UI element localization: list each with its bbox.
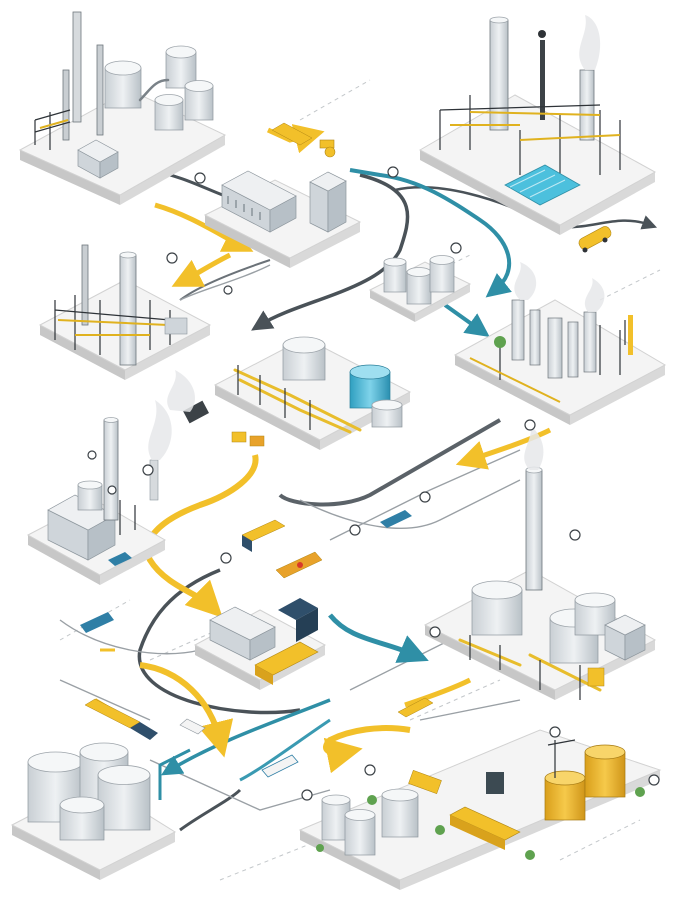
- tank: [381, 788, 419, 838]
- info-marker-icon[interactable]: [87, 450, 97, 460]
- flow-dark-7: [179, 259, 271, 301]
- flow-yellow-6: [139, 662, 234, 758]
- flow-dark-2: [251, 173, 410, 331]
- facility-refinery-mid-left: [38, 244, 212, 380]
- road-7: [349, 639, 451, 691]
- tank: [429, 255, 455, 293]
- tank: [77, 480, 103, 511]
- flow-yellow-1: [154, 202, 254, 252]
- van: [179, 718, 206, 735]
- facility-power-plant-left: [26, 400, 172, 585]
- info-marker-icon[interactable]: [223, 285, 233, 295]
- flow-yellow-4: [144, 454, 259, 618]
- info-marker-icon[interactable]: [419, 491, 431, 503]
- truck: [271, 122, 313, 146]
- info-marker-icon[interactable]: [569, 529, 581, 541]
- tank: [59, 796, 105, 841]
- info-marker-icon[interactable]: [107, 485, 117, 495]
- info-marker-icon[interactable]: [524, 419, 536, 431]
- info-marker-icon[interactable]: [387, 166, 399, 178]
- info-marker-icon[interactable]: [364, 764, 376, 776]
- info-marker-icon[interactable]: [429, 626, 441, 638]
- info-marker-icon[interactable]: [220, 552, 232, 564]
- yellow-tanker: [254, 641, 319, 685]
- yellow-tank: [544, 770, 586, 821]
- info-marker-icon[interactable]: [166, 252, 178, 264]
- facility-chemical-plant-right: [453, 262, 667, 425]
- tank: [184, 80, 214, 121]
- road-5: [59, 679, 151, 721]
- tank: [282, 336, 326, 381]
- tank: [406, 267, 432, 305]
- facility-refinery-big-right: [423, 425, 657, 700]
- tank: [344, 809, 376, 856]
- flow-teal-1: [349, 168, 512, 298]
- truck: [241, 519, 286, 552]
- truck: [397, 697, 434, 718]
- road-8: [419, 699, 521, 721]
- flow-dark-5: [137, 568, 301, 715]
- bus: [380, 510, 412, 528]
- truck: [275, 551, 323, 579]
- facility-refinery-top-right: [418, 15, 657, 253]
- tank: [383, 257, 407, 293]
- tank: [371, 399, 403, 428]
- facility-pipeline-hub: [167, 336, 412, 450]
- vehicles: [80, 122, 434, 778]
- flow-dark-6: [179, 788, 242, 832]
- info-markers: [87, 166, 660, 801]
- tank: [154, 94, 184, 131]
- flow-network: [59, 124, 658, 832]
- info-marker-icon[interactable]: [648, 774, 660, 786]
- flow-yellow-5: [455, 427, 552, 470]
- info-marker-icon[interactable]: [450, 242, 462, 254]
- road-4: [329, 449, 521, 541]
- flow-yellow-7: [323, 725, 411, 774]
- facility-storage-small: [368, 255, 472, 322]
- tank: [97, 765, 151, 831]
- truck: [84, 698, 158, 740]
- tank: [104, 60, 142, 109]
- flow-teal-2: [443, 303, 490, 337]
- flow-teal-6: [158, 748, 191, 800]
- car: [108, 552, 132, 566]
- flow-teal-4: [160, 698, 331, 776]
- yellow-crate: [319, 139, 335, 149]
- truck: [80, 612, 114, 633]
- flow-yellow-2: [171, 252, 232, 287]
- info-marker-icon[interactable]: [549, 726, 561, 738]
- info-marker-icon[interactable]: [194, 172, 206, 184]
- facility-control-building: [203, 139, 362, 268]
- tank: [471, 580, 523, 636]
- road-3: [59, 619, 201, 655]
- facility-refinery-top-left: [18, 11, 227, 205]
- facility-truck-depot: [193, 598, 327, 690]
- tanker-truck: [578, 226, 612, 253]
- flow-dark-4: [278, 418, 501, 507]
- road-1: [179, 264, 271, 301]
- yellow-tanker: [449, 806, 521, 850]
- info-marker-icon[interactable]: [142, 464, 154, 476]
- yellow-tank: [584, 744, 626, 798]
- truck: [261, 754, 299, 778]
- flow-teal-3: [328, 613, 429, 663]
- water-pool: [504, 164, 581, 206]
- tank: [165, 45, 197, 89]
- info-marker-icon[interactable]: [301, 789, 313, 801]
- flow-yellow-8: [404, 677, 472, 708]
- facility-tank-farm-bottom-left: [10, 742, 177, 880]
- facility-distribution-bottom-right: [298, 729, 662, 890]
- info-marker-icon[interactable]: [349, 524, 361, 536]
- road-2: [299, 479, 521, 529]
- flow-teal-5: [239, 718, 331, 782]
